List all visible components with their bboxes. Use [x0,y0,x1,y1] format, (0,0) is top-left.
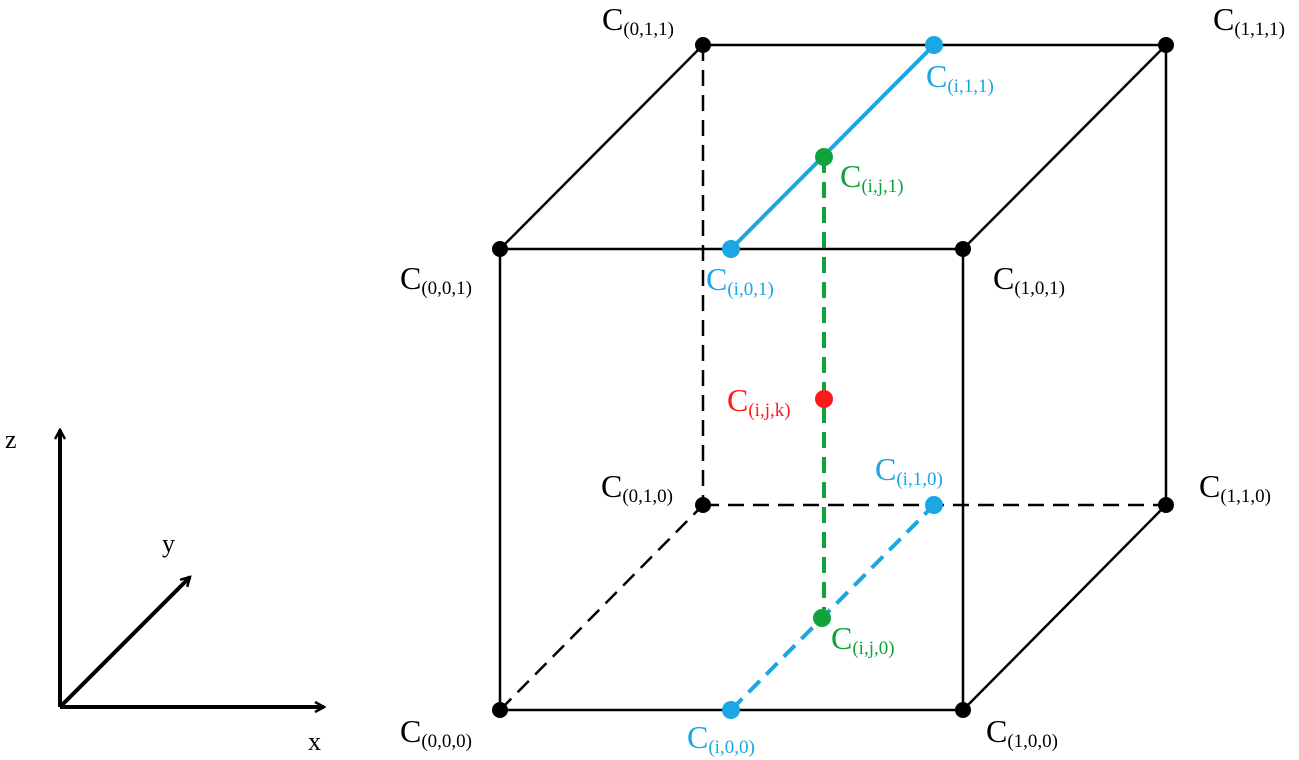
label-ci00: C(i,0,0) [687,719,755,758]
label-c010: C(0,1,0) [601,468,673,507]
blue-bottom-line-dashed [729,503,936,712]
edge-bottom-left-depth-hidden [499,504,704,711]
label-cijk: C(i,j,k) [727,382,791,421]
point-c010 [695,497,711,513]
label-ci11: C(i,1,1) [926,58,994,97]
label-c110: C(1,1,0) [1199,468,1271,507]
label-c001: C(0,0,1) [400,260,472,299]
y-axis-arrow [58,577,190,709]
point-cijk [815,390,833,408]
point-cij0 [813,609,831,627]
label-cij1: C(i,j,1) [840,158,904,197]
point-c101 [955,241,971,257]
edge-top-right-depth [962,44,1167,250]
point-c000 [492,702,508,718]
point-c111 [1158,37,1174,53]
labels: C(0,0,0) C(1,0,0) C(0,1,0) C(1,1,0) C(0,… [400,1,1285,758]
axes-triad: x y z [5,425,324,756]
point-c110 [1158,497,1174,513]
point-ci11 [925,36,943,54]
y-axis-label: y [162,529,175,558]
label-c011: C(0,1,1) [602,1,674,40]
point-ci10 [925,496,943,514]
edge-bottom-right-depth [962,504,1167,711]
label-cij0: C(i,j,0) [831,620,895,659]
interpolation-lines [729,43,936,712]
point-cij1 [815,148,833,166]
point-c011 [695,37,711,53]
point-ci01 [722,240,740,258]
edge-top-left-depth [499,44,704,250]
label-ci10: C(i,1,0) [875,451,943,490]
point-c001 [492,241,508,257]
point-ci00 [722,701,740,719]
blue-top-line [729,43,936,251]
point-c100 [955,702,971,718]
label-c111: C(1,1,1) [1213,1,1285,40]
label-c000: C(0,0,0) [400,713,472,752]
x-axis-label: x [308,727,321,756]
label-c100: C(1,0,0) [986,713,1058,752]
label-c101: C(1,0,1) [993,260,1065,299]
z-axis-label: z [5,425,17,454]
points [492,36,1174,719]
label-ci01: C(i,0,1) [706,261,774,300]
